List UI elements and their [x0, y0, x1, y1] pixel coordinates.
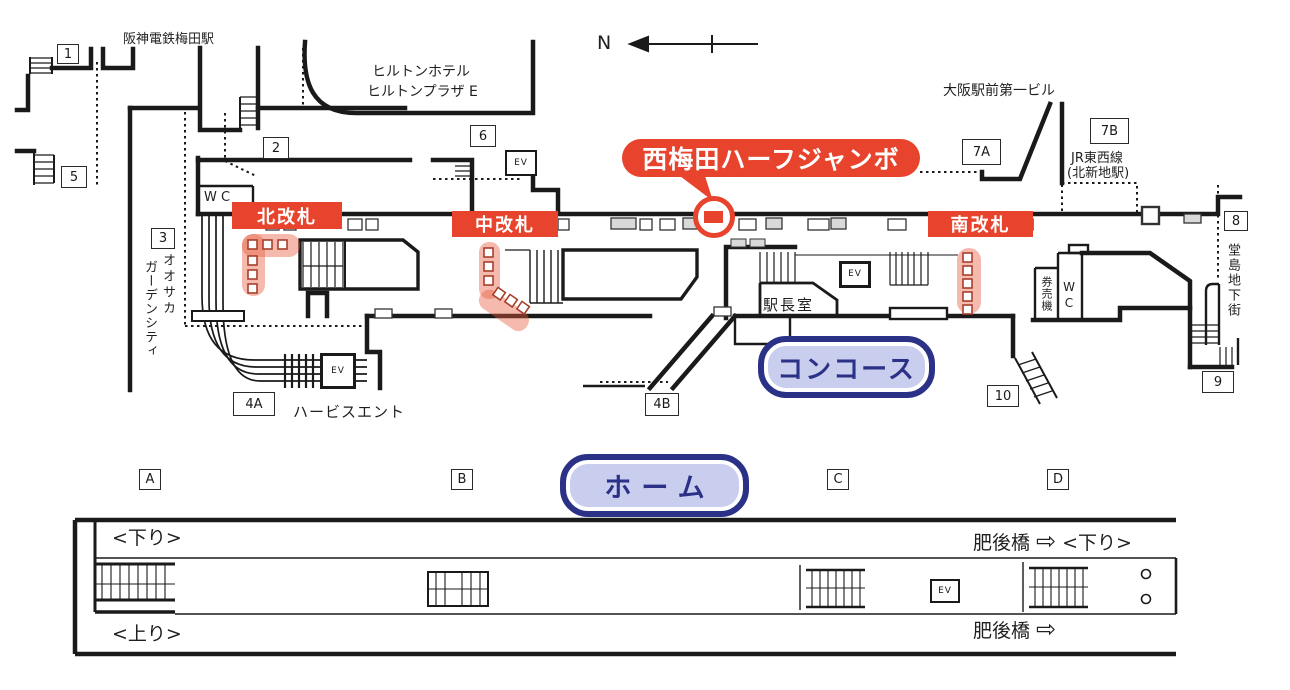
higobashi-down-row: 肥後橋⇨<下り> [973, 527, 1132, 555]
ticket-machines-label: 券売機 [1040, 276, 1053, 312]
exit-10-box: 10 [987, 385, 1019, 407]
ad-callout-pill: 西梅田ハーフジャンボ [622, 139, 920, 177]
kitashinchi-label: (北新地駅) [1067, 166, 1130, 181]
elevator-box-platform: EV [930, 579, 960, 603]
exit-8-box: 8 [1224, 211, 1248, 231]
station-master-room [730, 238, 958, 318]
wc-south-label: WC [1062, 280, 1076, 312]
exit-2-box: 2 [263, 137, 289, 159]
ad-location-marker [676, 173, 735, 238]
exit-3-box: 3 [151, 228, 175, 249]
down-direction-left-label: <下り> [112, 527, 182, 549]
platform-stair-a [95, 562, 175, 602]
platform-section-b-box: B [451, 469, 473, 490]
stair-exit1 [29, 57, 53, 74]
dotted-paths [96, 48, 1219, 383]
elevator-box-north: EV [505, 150, 537, 176]
stair-station-master [759, 252, 796, 283]
elevator-box-east: EV [839, 261, 871, 288]
stair-dojima [1192, 324, 1233, 365]
exit-6-box: 6 [470, 125, 496, 147]
down-direction-right-label: <下り> [1062, 531, 1132, 554]
middle-gate-label: 中改札 [452, 211, 558, 237]
platform-dot-1 [1140, 568, 1152, 580]
west-walkway [201, 214, 367, 388]
exit-7b-box: 7B [1090, 118, 1129, 144]
middle-gate-room [505, 248, 699, 304]
exit-7a-box: 7A [962, 139, 1001, 165]
stair-concourse-east [889, 252, 929, 286]
hilton-hotel-label: ヒルトンホテル [372, 64, 470, 80]
elevator-box-west: EV [320, 353, 356, 389]
ticket-gates-highlight [242, 234, 981, 332]
up-direction-left-label: <上り> [112, 623, 182, 645]
ticket-gate-units [247, 239, 973, 316]
platform-dot-2 [1140, 593, 1152, 605]
platform-stair-b [427, 571, 489, 607]
stair-exit5 [33, 151, 55, 185]
exit-4b-box: 4B [645, 393, 679, 416]
platform-stair-d [1022, 562, 1088, 612]
herbis-ent-label: ハービスエント [293, 403, 406, 421]
platform-pill: ホーム [560, 454, 749, 517]
concourse-pill: コンコース [758, 336, 935, 398]
exit-4a-box: 4A [233, 392, 275, 416]
higobashi-down-label: 肥後橋 [973, 531, 1031, 554]
platform-section-c-box: C [827, 469, 849, 490]
stair-exit10 [1014, 351, 1058, 405]
exit-9-box: 9 [1202, 371, 1234, 393]
south-gate-label: 南改札 [928, 211, 1033, 237]
right-arrow-icon: ⇨ [1036, 615, 1057, 643]
exit-1-box: 1 [57, 44, 79, 64]
hanshin-umeda-label: 阪神電鉄梅田駅 [123, 32, 215, 47]
exit-5-box: 5 [61, 166, 87, 188]
north-gate-room [298, 238, 420, 291]
higobashi-up-label: 肥後橋 [973, 619, 1031, 642]
osaka-ekimae-building-label: 大阪駅前第一ビル [943, 83, 1055, 99]
compass-north-label: N [597, 32, 612, 54]
jr-tozai-line-label: JR東西線 [1071, 151, 1123, 166]
stairs [29, 57, 1233, 405]
platform-section-d-box: D [1047, 469, 1069, 490]
walls [14, 39, 1243, 393]
osaka-garden-city-label-2: ガーデンシティ [142, 260, 157, 358]
platform-stair-c [799, 565, 865, 610]
hilton-plaza-label: ヒルトンプラザ E [367, 84, 478, 100]
compass-arrow [627, 35, 758, 53]
location-square [704, 211, 723, 223]
higobashi-up-row: 肥後橋⇨ [973, 615, 1056, 643]
osaka-garden-city-label-1: オオサカ [160, 253, 175, 317]
right-arrow-icon: ⇨ [1036, 527, 1057, 555]
wc-north-label: W C [204, 190, 231, 205]
dojima-underground-label: 堂島地下街 [1225, 243, 1240, 318]
stair-exit6 [455, 165, 472, 177]
callout-tail [676, 173, 713, 201]
rooms-and-fixtures [200, 184, 1240, 388]
north-gate-label: 北改札 [232, 202, 342, 229]
platform-linework [72, 517, 1178, 657]
walkway-crossbar [191, 310, 245, 322]
stair-exit2 [239, 96, 258, 128]
platform-section-a-box: A [139, 469, 161, 490]
station-master-office-label: 駅長室 [763, 296, 815, 314]
